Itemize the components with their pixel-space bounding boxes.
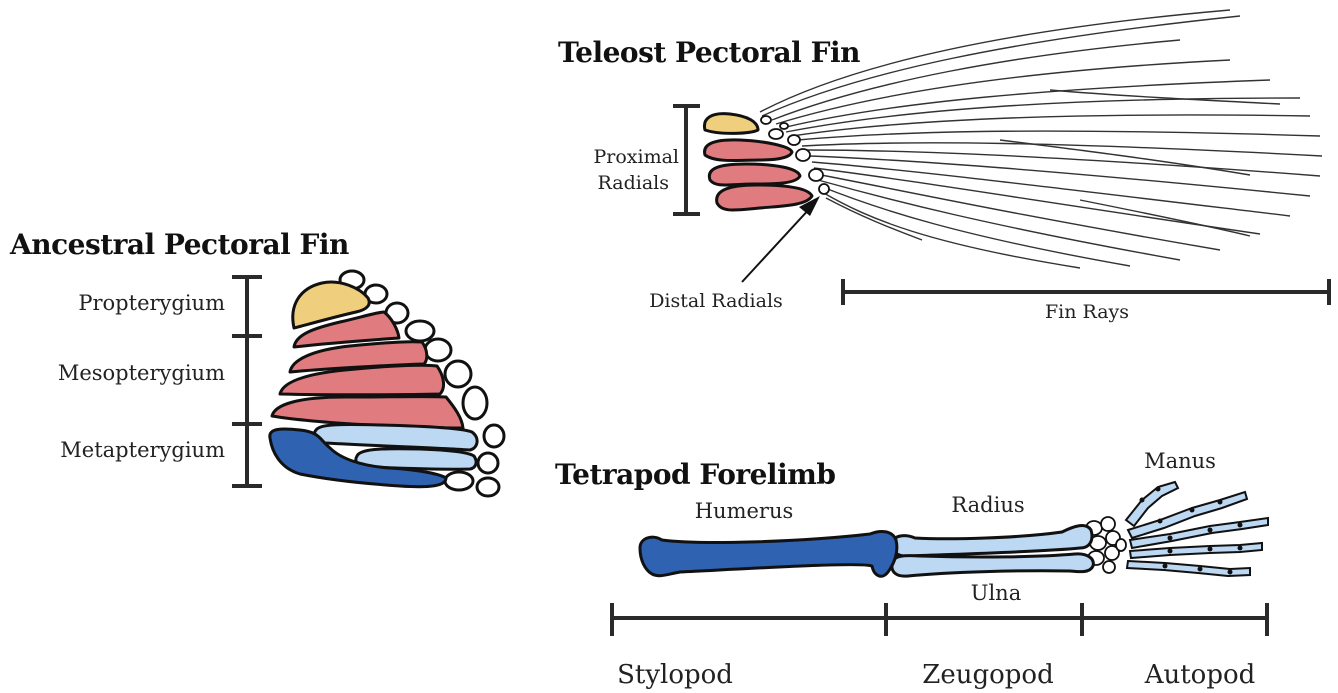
ulna-bone <box>892 554 1093 576</box>
ancestral-bracket <box>232 276 262 487</box>
limb-segments-scale <box>611 603 1268 636</box>
propterygium-label: Propterygium <box>78 291 225 315</box>
humerus-bone <box>640 532 897 577</box>
ancestral-title: Ancestral Pectoral Fin <box>9 228 349 261</box>
radius-bone <box>892 526 1092 557</box>
metapterygium-label: Metapterygium <box>60 438 225 462</box>
radius-label: Radius <box>951 493 1024 517</box>
teleost-title: Teleost Pectoral Fin <box>558 36 860 69</box>
humerus-label: Humerus <box>695 499 794 523</box>
manus-digits <box>1126 482 1268 576</box>
teleost-yellow-radial <box>704 114 758 134</box>
proximal-radials-label-line2: Radials <box>598 172 669 194</box>
ulna-label: Ulna <box>971 581 1021 605</box>
fin-rays-label: Fin Rays <box>1045 301 1129 323</box>
proximal-radials-label-line1: Proximal <box>593 146 679 168</box>
mesopterygium-label: Mesopterygium <box>58 361 225 385</box>
autopod-label: Autopod <box>1144 660 1256 690</box>
manus-label: Manus <box>1144 449 1216 473</box>
ancestral-fin-bones <box>270 271 504 496</box>
tetrapod-title: Tetrapod Forelimb <box>555 458 835 491</box>
stylopod-label: Stylopod <box>617 660 733 690</box>
teleost-proximal-radials <box>705 140 812 210</box>
zeugopod-label: Zeugopod <box>922 660 1053 690</box>
distal-radials-label: Distal Radials <box>649 290 783 312</box>
